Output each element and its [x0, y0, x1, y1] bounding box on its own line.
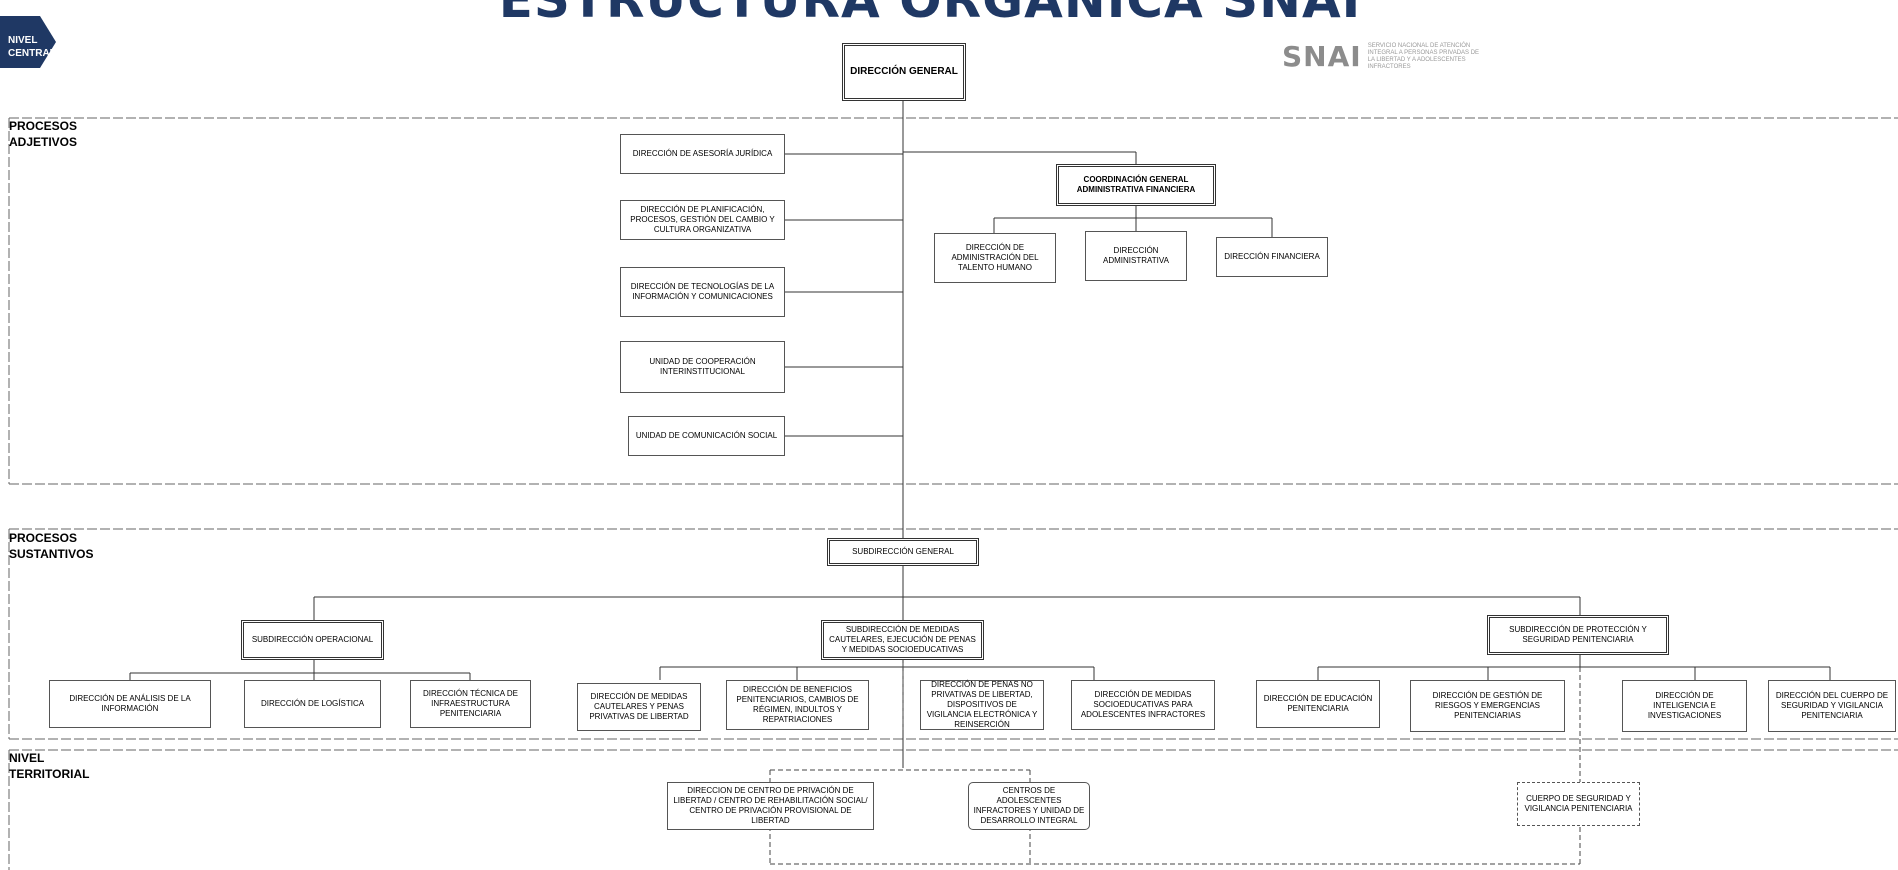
subdireccion-box[interactable]: SUBDIRECCIÓN DE PROTECCIÓN Y SEGURIDAD P… [1487, 615, 1669, 655]
proteccion-child-box[interactable]: DIRECCIÓN DEL CUERPO DE SEGURIDAD Y VIGI… [1768, 680, 1896, 732]
logo-subtitle: SERVICIO NACIONAL DE ATENCIÓN INTEGRAL A… [1367, 42, 1480, 70]
adjetivo-unit-box[interactable]: DIRECCIÓN DE PLANIFICACIÓN, PROCESOS, GE… [620, 200, 785, 240]
operacional-child-box[interactable]: DIRECCIÓN DE LOGÍSTICA [244, 680, 381, 728]
coordinacion-child-box[interactable]: DIRECCIÓN FINANCIERA [1216, 237, 1328, 277]
adjetivo-unit-box[interactable]: UNIDAD DE COOPERACIÓN INTERINSTITUCIONAL [620, 341, 785, 393]
section-separators [8, 117, 1898, 870]
adjetivo-unit-box[interactable]: DIRECCIÓN DE TECNOLOGÍAS DE LA INFORMACI… [620, 267, 785, 317]
medidas-child-box[interactable]: DIRECCIÓN DE PENAS NO PRIVATIVAS DE LIBE… [920, 680, 1044, 730]
proteccion-child-box[interactable]: DIRECCIÓN DE EDUCACIÓN PENITENCIARIA [1256, 680, 1380, 728]
medidas-child-box[interactable]: DIRECCIÓN DE MEDIDAS CAUTELARES Y PENAS … [577, 683, 701, 731]
section-label-adjetivos: PROCESOS ADJETIVOS [9, 119, 78, 149]
medidas-child-box[interactable]: DIRECCIÓN DE MEDIDAS SOCIOEDUCATIVAS PAR… [1071, 680, 1215, 730]
level-tag-arrow [0, 16, 56, 68]
operacional-child-box[interactable]: DIRECCIÓN TÉCNICA DE INFRAESTRUCTURA PEN… [410, 680, 531, 728]
subdireccion-box[interactable]: SUBDIRECCIÓN OPERACIONAL [241, 620, 384, 660]
medidas-child-box[interactable]: DIRECCIÓN DE BENEFICIOS PENITENCIARIOS, … [726, 680, 869, 730]
territorial-unit-box[interactable]: CENTROS DE ADOLESCENTES INFRACTORES Y UN… [968, 782, 1090, 830]
subdireccion-box[interactable]: SUBDIRECCIÓN DE MEDIDAS CAUTELARES, EJEC… [821, 620, 984, 660]
proteccion-child-box[interactable]: DIRECCIÓN DE GESTIÓN DE RIESGOS Y EMERGE… [1410, 680, 1565, 732]
coordinacion-general-box[interactable]: COORDINACIÓN GENERAL ADMINISTRATIVA FINA… [1056, 164, 1216, 206]
solid-connectors [129, 101, 1831, 768]
territorial-unit-box[interactable]: CUERPO DE SEGURIDAD Y VIGILANCIA PENITEN… [1517, 782, 1640, 826]
section-label-territorial: NIVEL TERRITORIAL [9, 751, 90, 781]
coordinacion-child-box[interactable]: DIRECCIÓN DE ADMINISTRACIÓN DEL TALENTO … [934, 233, 1056, 283]
coordinacion-child-box[interactable]: DIRECCIÓN ADMINISTRATIVA [1085, 231, 1187, 281]
section-label-sustantivos: PROCESOS SUSTANTIVOS [9, 531, 94, 561]
direccion-general-box[interactable]: DIRECCIÓN GENERAL [842, 43, 966, 101]
logo-mark: SNAI [1282, 40, 1362, 73]
territorial-unit-box[interactable]: DIRECCION DE CENTRO DE PRIVACIÓN DE LIBE… [667, 782, 874, 830]
adjetivo-unit-box[interactable]: DIRECCIÓN DE ASESORÍA JURÍDICA [620, 134, 785, 174]
page-title: ESTRUCTURA ORGÁNICA SNAI [498, 0, 1362, 29]
dashed-connectors [769, 655, 1581, 865]
operacional-child-box[interactable]: DIRECCIÓN DE ANÁLISIS DE LA INFORMACIÓN [49, 680, 211, 728]
snai-logo: SNAI SERVICIO NACIONAL DE ATENCIÓN INTEG… [1282, 40, 1488, 73]
level-tag-label: NIVEL CENTRAL [8, 35, 56, 59]
level-tag: NIVEL CENTRAL [0, 16, 56, 68]
proteccion-child-box[interactable]: DIRECCIÓN DE INTELIGENCIA E INVESTIGACIO… [1622, 680, 1747, 732]
subdireccion-general-box[interactable]: SUBDIRECCIÓN GENERAL [827, 538, 979, 566]
adjetivo-unit-box[interactable]: UNIDAD DE COMUNICACIÓN SOCIAL [628, 416, 785, 456]
